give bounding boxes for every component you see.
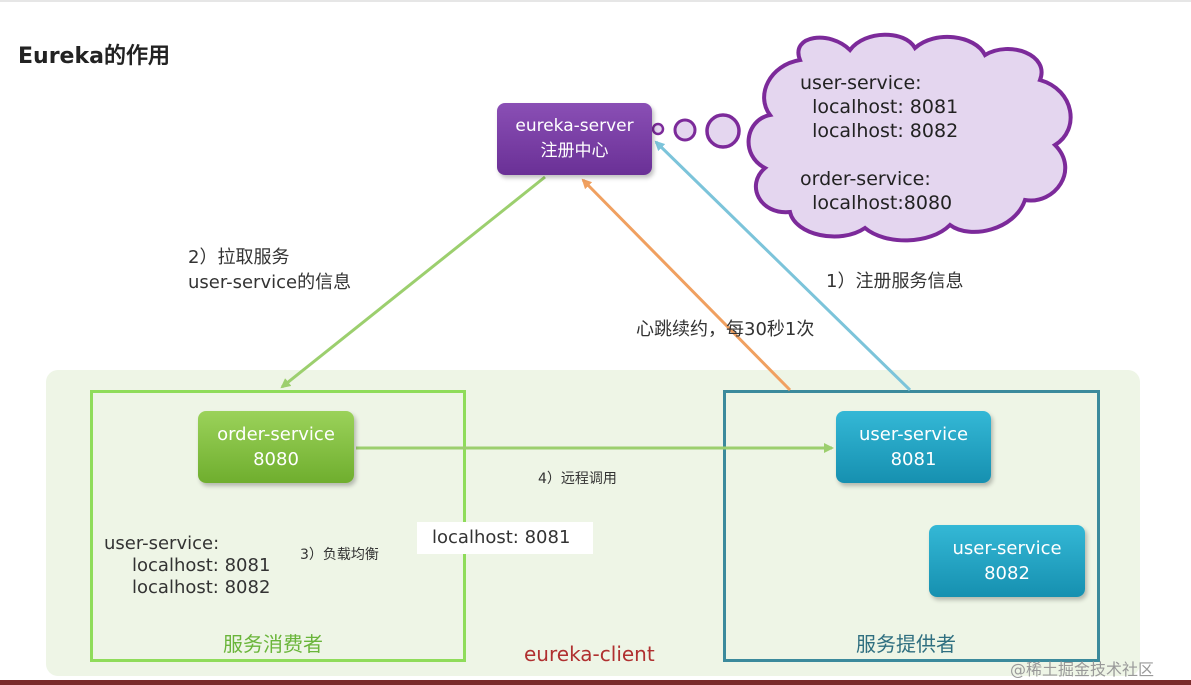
user-service-8082-node: user-service 8082 <box>929 525 1085 597</box>
eureka-server-node: eureka-server 注册中心 <box>497 103 652 175</box>
pull-label: 2）拉取服务 <box>188 247 290 268</box>
top-divider <box>0 0 1191 2</box>
order-service-node: order-service 8080 <box>198 411 354 483</box>
bottom-bar <box>0 680 1191 685</box>
user-service-name: user-service <box>858 424 969 445</box>
user-service-name: user-service <box>952 538 1062 559</box>
cloud-line-2: localhost: 8081 <box>800 96 959 118</box>
provider-label: 服务提供者 <box>856 632 956 656</box>
watermark: @稀土掘金技术社区 <box>1010 660 1155 679</box>
eureka-client-label: eureka-client <box>524 642 655 666</box>
cloud-line-5: order-service: <box>800 168 931 190</box>
consumer-label: 服务消费者 <box>223 632 323 656</box>
eureka-server-role: 注册中心 <box>540 141 609 161</box>
cache-address-1: localhost: 8081 <box>132 555 271 576</box>
cloud-line-3: localhost: 8082 <box>800 120 959 142</box>
user-service-8081-node: user-service 8081 <box>836 411 991 483</box>
slide-title: Eureka的作用 <box>18 44 170 69</box>
load-balance-label: 3）负载均衡 <box>300 547 379 563</box>
provider-group-box <box>723 390 1100 662</box>
cache-service-label: user-service: <box>104 533 220 554</box>
cloud-line-1: user-service: <box>800 72 922 94</box>
eureka-server-name: eureka-server <box>515 116 634 136</box>
register-label: 1）注册服务信息 <box>826 271 964 292</box>
heartbeat-arrow <box>581 178 792 392</box>
remote-call-label: 4）远程调用 <box>538 471 617 487</box>
selected-address: localhost: 8081 <box>417 522 593 554</box>
pull-target-label: user-service的信息 <box>188 272 352 293</box>
register-arrow <box>654 140 912 392</box>
order-service-name: order-service <box>217 424 335 445</box>
user-service-port: 8081 <box>890 449 937 470</box>
cache-address-2: localhost: 8082 <box>132 577 271 598</box>
pull-arrow <box>280 175 546 389</box>
cloud-line-6: localhost:8080 <box>800 192 953 214</box>
order-service-port: 8080 <box>253 449 299 470</box>
heartbeat-label: 心跳续约，每30秒1次 <box>636 319 815 340</box>
user-service-port: 8082 <box>984 563 1030 584</box>
thought-cloud <box>651 32 1073 243</box>
